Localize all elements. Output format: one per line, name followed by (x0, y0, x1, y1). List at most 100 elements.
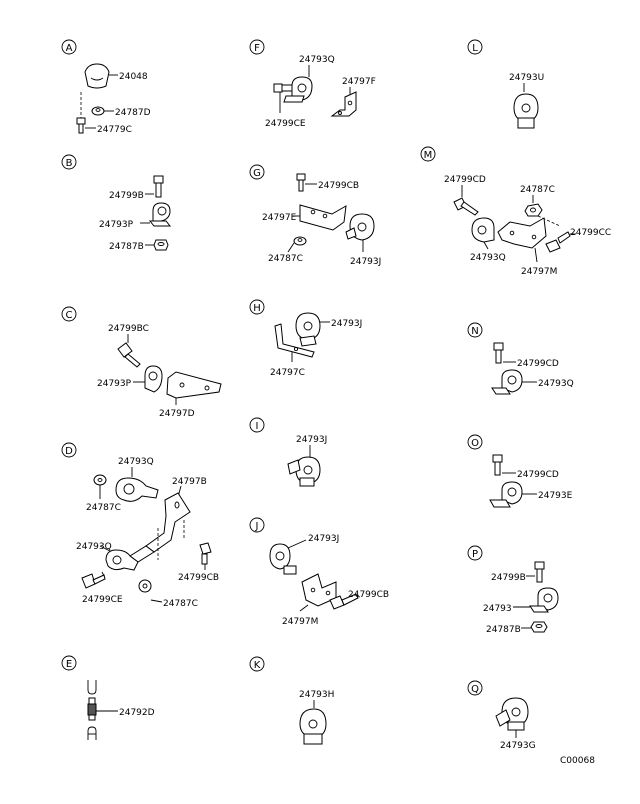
part-number: 24792D (119, 708, 155, 718)
part-number: 24793H (299, 690, 334, 700)
section-q: Q 24793G (467, 680, 536, 751)
section-label-m: M (420, 146, 436, 162)
part-number: 24793J (296, 435, 327, 445)
bracket-part (330, 91, 357, 117)
part-number: 24797B (172, 477, 207, 487)
bracket-part (145, 492, 191, 553)
clamp-part (501, 369, 523, 393)
part-number: 24793Q (299, 55, 335, 65)
part-number: 24793J (331, 319, 362, 329)
section-letter: E (66, 659, 72, 670)
section-label-q: Q (467, 680, 483, 696)
nut-part (530, 621, 548, 633)
part-number: 24797D (159, 409, 195, 419)
section-h: H 24793J 24797C (249, 299, 362, 378)
part-number: 24799B (491, 573, 526, 583)
part-number: 24787C (163, 599, 198, 609)
section-letter: M (424, 150, 433, 161)
section-label-e: E (61, 655, 77, 671)
section-letter: A (66, 43, 73, 54)
section-m: M 24799CD 24787C 24793Q 24797M 24799CC (420, 146, 611, 277)
part-number: 24799CB (178, 573, 219, 583)
section-c: C 24799BC 24793P 24797D (61, 306, 222, 419)
section-p: P 24799B 24793 24787B (467, 545, 559, 635)
part-number: 24787C (86, 503, 121, 513)
bolt-part (117, 342, 133, 358)
part-number: 24793U (509, 73, 544, 83)
part-number: 24793J (350, 257, 381, 267)
section-letter: Q (471, 684, 479, 695)
part-number: 24797F (342, 77, 376, 87)
part-number: 24799CE (265, 119, 306, 129)
bracket-part (497, 217, 547, 249)
part-number: 24793P (97, 379, 132, 389)
clamp-part (537, 587, 559, 611)
section-l: L 24793U (467, 39, 544, 129)
clamp-part (471, 217, 495, 243)
section-j: J 24793J 24797M 24799CB (249, 517, 389, 627)
section-label-p: P (467, 545, 483, 561)
part-number: 24793E (538, 491, 573, 501)
clamp-part (291, 76, 313, 101)
part-number: 24787D (115, 108, 151, 118)
nut-part (524, 203, 543, 217)
part-number: 24799CD (517, 359, 559, 369)
pin-part (87, 703, 97, 716)
section-label-d: D (61, 442, 77, 458)
part-number: 24793Q (470, 253, 506, 263)
clamp-part (501, 481, 523, 505)
part-number: 24787B (109, 242, 144, 252)
section-letter: L (472, 43, 478, 54)
section-n: N 24799CD 24793Q (467, 322, 574, 395)
section-label-n: N (467, 322, 483, 338)
section-letter: B (66, 158, 73, 169)
clamp-part (144, 365, 163, 393)
section-a: A 24048 24787D 24779C (61, 39, 151, 135)
part-number: 24793J (308, 534, 339, 544)
part-number: 24793Q (118, 457, 154, 467)
section-b: B 24799B 24793P 24787B (61, 154, 172, 252)
part-number: 24799CD (517, 470, 559, 480)
part-number: 24787B (486, 625, 521, 635)
section-e: E 24792D (61, 655, 155, 740)
part-number: 24779C (97, 125, 132, 135)
part-number: 24793 (483, 604, 512, 614)
part-number: 24787C (520, 185, 555, 195)
section-g: G 24799CB 24797E 24787C 24793J (249, 164, 381, 267)
bolt-part (492, 454, 503, 463)
section-label-c: C (61, 306, 77, 322)
section-letter: I (256, 421, 259, 432)
bolt-part (296, 173, 306, 181)
part-number: 24048 (119, 72, 148, 82)
part-number: 24797C (270, 368, 305, 378)
section-label-k: K (249, 656, 265, 672)
part-number: 24797M (282, 617, 318, 627)
part-number: 24793Q (76, 542, 112, 552)
part-number: 24787C (268, 254, 303, 264)
part-number: 24797M (521, 267, 557, 277)
part-number: 24799CB (348, 590, 389, 600)
section-label-f: F (249, 39, 265, 55)
section-o: O 24799CD 24793E (467, 434, 573, 508)
bracket-part (274, 323, 315, 358)
section-letter: O (471, 438, 479, 449)
nut-part (153, 239, 169, 251)
part-number: 24793Q (538, 379, 574, 389)
section-label-l: L (467, 39, 483, 55)
part-number: 24799BC (108, 324, 149, 334)
section-label-g: G (249, 164, 265, 180)
section-letter: H (253, 303, 261, 314)
bolt-part (199, 542, 212, 555)
bolt-part (534, 561, 545, 570)
part-number: 24799B (109, 191, 144, 201)
clip-part (349, 213, 375, 241)
clip-part (269, 543, 291, 570)
part-number: 24799CB (318, 181, 359, 191)
washer-part (93, 474, 107, 486)
section-label-o: O (467, 434, 483, 450)
section-label-h: H (249, 299, 265, 315)
bolt-part (153, 175, 164, 184)
diagram-code: C00068 (560, 756, 595, 766)
